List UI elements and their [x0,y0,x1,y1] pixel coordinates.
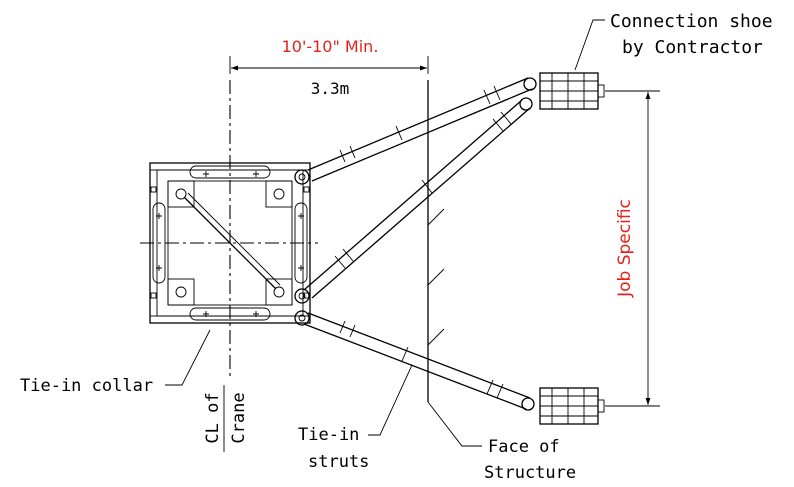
struts-label: struts [308,452,369,472]
crane-centerline-label: CL of Crane [203,385,249,452]
tie-in-collar [149,162,311,326]
face-of-label: Face of [488,437,560,457]
min-distance-label: 10'-10" Min. [282,37,379,56]
face-of-structure [427,80,445,402]
connection-shoe-top [539,72,605,110]
strut-lower [303,312,535,411]
strut-middle [303,97,533,299]
connection-shoe-label-2: by Contractor [622,37,763,58]
tie-in-struts-callout: Tie-in struts [298,364,413,472]
connection-shoe-callout: Connection shoe by Contractor [574,11,773,71]
face-of-structure-callout: Face of Structure [427,401,576,483]
metric-distance-label: 3.3m [311,79,350,98]
strut-upper [307,77,537,182]
structure-label: Structure [484,463,576,483]
job-specific-label: Job Specific [615,199,635,298]
tie-in-collar-callout: Tie-in collar [20,329,211,396]
connection-shoe-bottom [539,387,605,425]
min-distance-dimension: 10'-10" Min. 3.3m [229,37,429,98]
crane-label: Crane [229,392,249,443]
job-specific-dimension: Job Specific [605,90,660,407]
connection-shoe-label-1: Connection shoe [610,11,773,32]
tie-in-collar-label: Tie-in collar [20,376,153,396]
tie-in-label: Tie-in [298,425,359,445]
cl-of-label: CL of [203,392,223,443]
